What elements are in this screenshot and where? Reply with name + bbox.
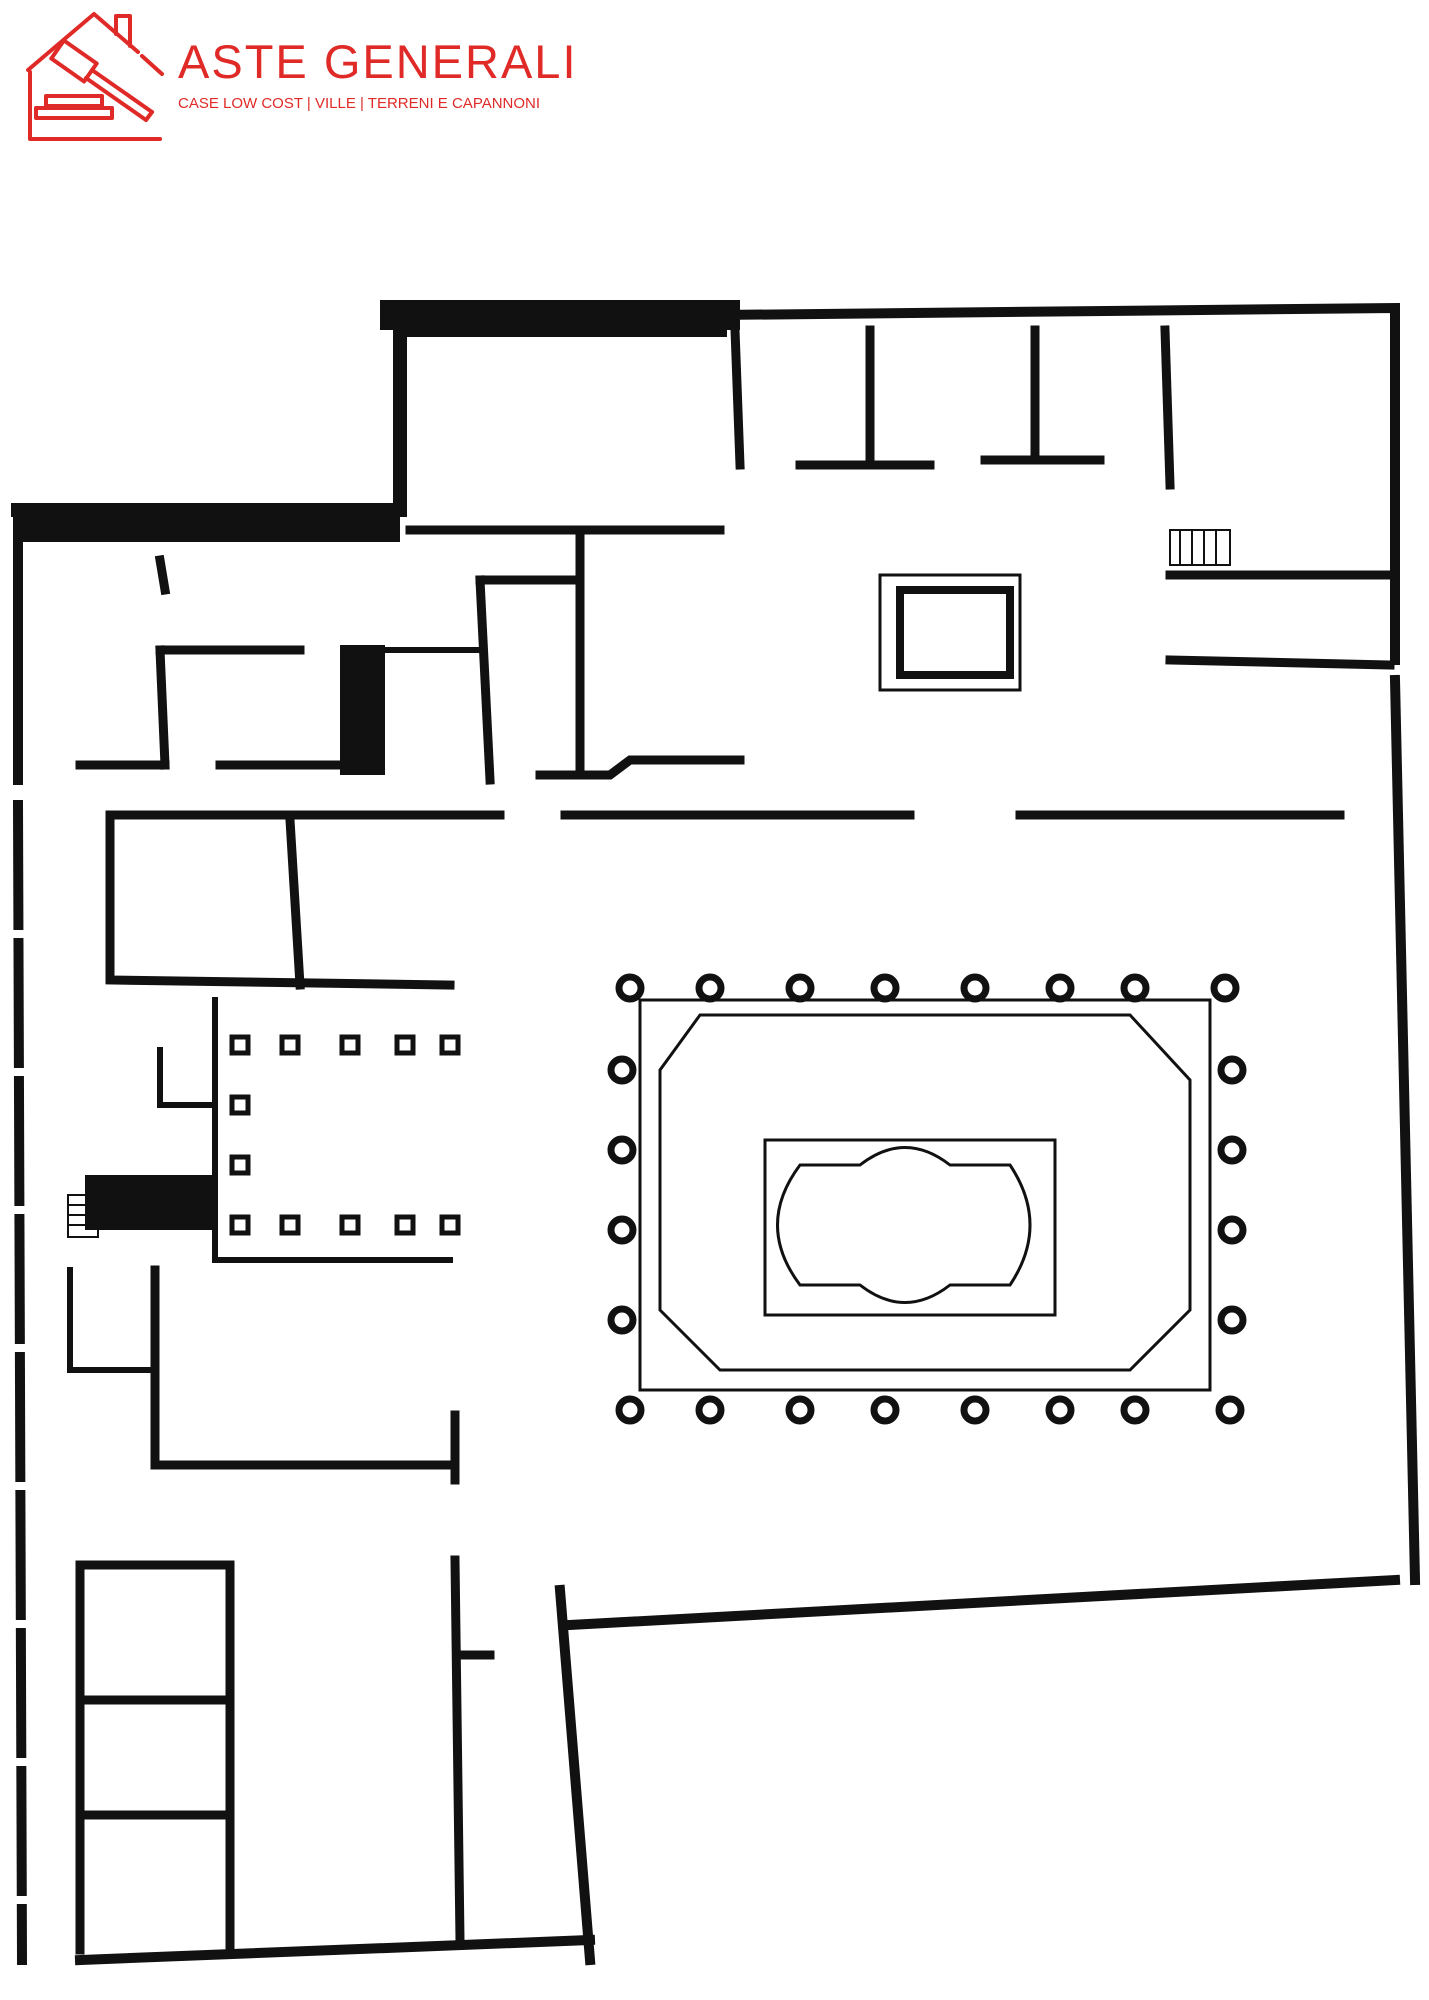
peristyle-column xyxy=(1045,973,1075,1003)
peristyle-column xyxy=(785,1395,815,1425)
peristyle-column xyxy=(607,1305,637,1335)
colonnade-pier xyxy=(439,1214,461,1236)
peristyle-column xyxy=(960,1395,990,1425)
peristyle-column xyxy=(1215,1395,1245,1425)
peristyle-column xyxy=(615,1395,645,1425)
colonnade-pier xyxy=(339,1214,361,1236)
plan-walls xyxy=(11,300,1421,1966)
brand-tagline: CASE LOW COST | VILLE | TERRENI E CAPANN… xyxy=(178,95,541,112)
house-with-gavel-icon xyxy=(26,12,164,141)
colonnade-pier xyxy=(229,1034,251,1056)
brand-name: ASTE GENERALI xyxy=(178,35,578,88)
colonnade-pier xyxy=(229,1154,251,1176)
impluvium xyxy=(878,573,1022,692)
floor-plan xyxy=(11,300,1421,1966)
colonnade-pier xyxy=(339,1034,361,1056)
colonnade-pier xyxy=(229,1214,251,1236)
peristyle-column xyxy=(615,973,645,1003)
colonnade-pier xyxy=(394,1034,416,1056)
central-pool xyxy=(763,1138,1057,1317)
brand-header: ASTE GENERALI CASE LOW COST | VILLE | TE… xyxy=(26,8,626,148)
peristyle-column xyxy=(1120,1395,1150,1425)
peristyle-column xyxy=(1045,1395,1075,1425)
peristyle-column xyxy=(1217,1135,1247,1165)
stairs xyxy=(67,529,1231,1238)
colonnade-pier xyxy=(394,1214,416,1236)
colonnade-pier xyxy=(279,1034,301,1056)
peristyle-columns xyxy=(607,973,1247,1425)
peristyle-column xyxy=(695,1395,725,1425)
colonnade-piers xyxy=(229,1034,461,1236)
peristyle-column xyxy=(1120,973,1150,1003)
peristyle-column xyxy=(695,973,725,1003)
colonnade-pier xyxy=(439,1034,461,1056)
peristyle-column xyxy=(960,973,990,1003)
peristyle-column xyxy=(1210,973,1240,1003)
peristyle-column xyxy=(1217,1215,1247,1245)
colonnade-pier xyxy=(229,1094,251,1116)
peristyle-column xyxy=(607,1215,637,1245)
peristyle-column xyxy=(607,1055,637,1085)
peristyle-column xyxy=(1217,1055,1247,1085)
peristyle-column-ring xyxy=(638,998,1212,1392)
peristyle-column xyxy=(1217,1305,1247,1335)
peristyle-column xyxy=(870,1395,900,1425)
colonnade-pier xyxy=(279,1214,301,1236)
peristyle-column xyxy=(870,973,900,1003)
peristyle-column xyxy=(785,973,815,1003)
peristyle-column xyxy=(607,1135,637,1165)
